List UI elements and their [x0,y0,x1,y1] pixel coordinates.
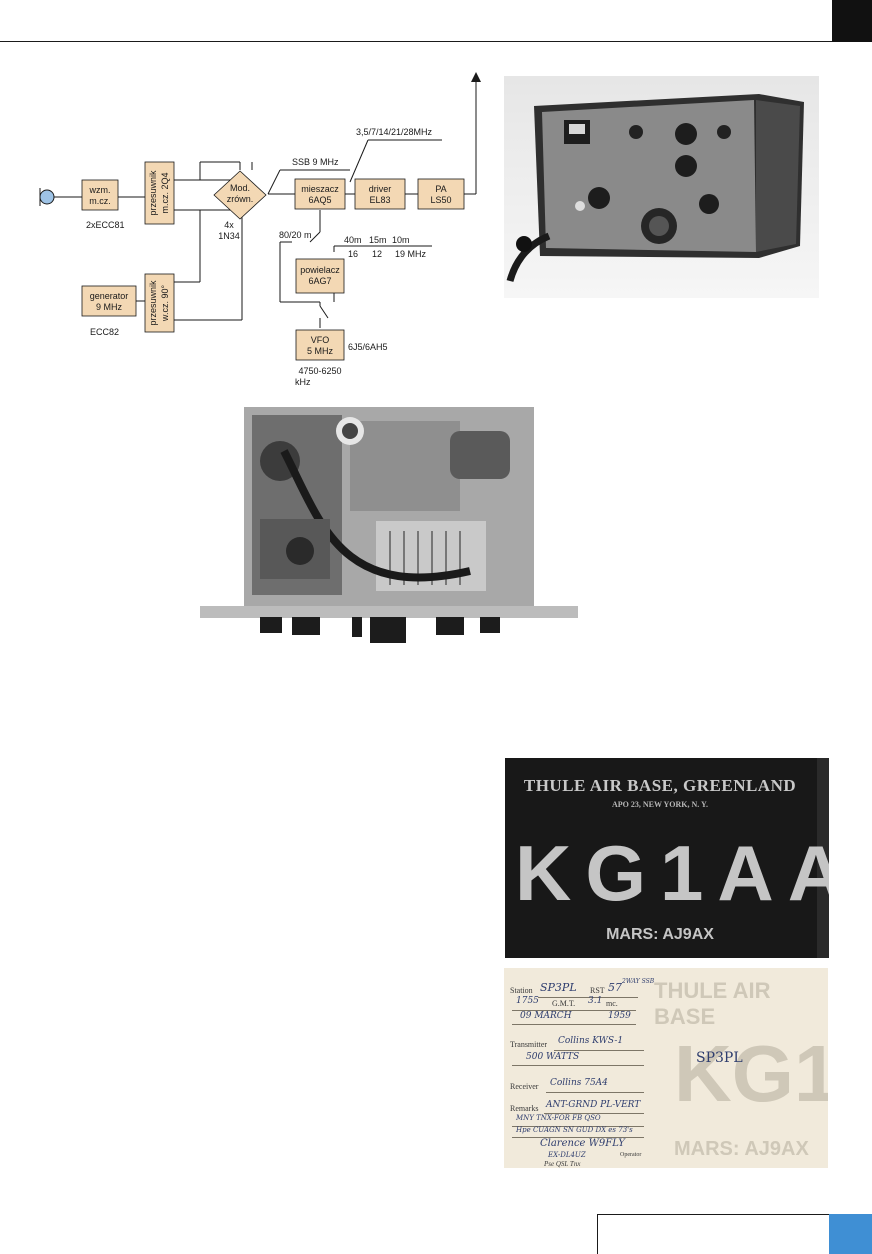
multiplier-block [295,258,345,294]
microphone-icon [39,189,55,205]
svg-text:zrówn.: zrówn. [227,194,254,204]
receiver-label: Receiver [510,1082,539,1091]
rst-note: 2WAY SSB [622,978,655,985]
bleed-through-title: THULE AIR BASE [654,978,771,1029]
svg-text:przesuwnik: przesuwnik [148,170,158,216]
svg-text:3,5/7/14/21/28MHz: 3,5/7/14/21/28MHz [356,127,433,137]
operator-signature: Clarence W9FLY [540,1138,625,1149]
qsl-card-back: THULE AIR BASE KG1 MARS: AJ9AX Station S… [504,968,828,1168]
operator-note: EX-DL4UZ [548,1151,586,1159]
svg-text:12: 12 [372,249,382,259]
driver-block [354,178,406,210]
transmitter-front-photo [504,76,819,298]
svg-text:mieszacz: mieszacz [301,184,339,194]
gmt-label: G.M.T. [552,999,576,1008]
svg-text:19 MHz: 19 MHz [395,249,427,259]
svg-text:80/20 m: 80/20 m [279,230,312,240]
footer-accent-block [829,1214,872,1254]
svg-text:generator: generator [90,291,129,301]
svg-text:PA: PA [435,184,446,194]
svg-text:SSB 9 MHz: SSB 9 MHz [292,157,339,167]
header-rule [0,41,832,42]
block-diagram: wzm. m.cz. przesuwnik m.cz. 2Q4 generato… [30,70,500,390]
af-amp-block [81,179,119,211]
svg-text:powielacz: powielacz [300,265,340,275]
svg-text:9 MHz: 9 MHz [96,302,123,312]
qsl-card-front: THULE AIR BASE, GREENLAND APO 23, NEW YO… [505,758,829,958]
rst-label: RST [590,986,605,995]
footer-page-box [597,1214,829,1254]
svg-text:LS50: LS50 [430,195,451,205]
station-label: Station [510,986,533,995]
svg-text:VFO: VFO [311,335,330,345]
balanced-modulator-block [213,170,267,220]
svg-text:16: 16 [348,249,358,259]
transmitter-inside-illustration [200,407,578,643]
svg-text:EL83: EL83 [369,195,390,205]
remarks-label: Remarks [510,1104,539,1113]
receiver-value: Collins 75A4 [550,1078,608,1088]
svg-text:driver: driver [369,184,392,194]
svg-text:w.cz. 90°: w.cz. 90° [160,285,170,323]
transmitter-inside-photo [200,401,578,648]
svg-text:ECC82: ECC82 [90,327,119,337]
block-diagram-svg: wzm. m.cz. przesuwnik m.cz. 2Q4 generato… [39,72,481,387]
remarks-line2: MNY TNX-FOR FB QSO [516,1114,601,1122]
mc-label: mc. [606,999,618,1008]
qsl-front-callsign: KG1AA [515,829,829,917]
remarks-line3: Hpe CUAGN SN GUD DX es 73's [516,1126,633,1134]
af-phase-shifter-block [144,161,175,225]
qsl-front-address: APO 23, NEW YORK, N. Y. [611,800,709,809]
svg-text:4x: 4x [224,220,234,230]
svg-text:m.cz. 2Q4: m.cz. 2Q4 [160,172,170,213]
svg-text:m.cz.: m.cz. [89,196,111,206]
svg-text:10m: 10m [392,235,410,245]
svg-text:Mod.: Mod. [230,183,250,193]
qsl-front-title: THULE AIR BASE, GREENLAND [523,776,797,795]
qsl-front-mars: MARS: AJ9AX [606,926,714,943]
remarks-line1: ANT-GRND PL-VERT [546,1100,641,1110]
date-value: 09 MARCH [520,1011,572,1021]
svg-text:2xECC81: 2xECC81 [86,220,125,230]
svg-text:40m: 40m [344,235,362,245]
svg-text:przesuwnik: przesuwnik [148,280,158,326]
stamp-callsign: SP3PL [696,1050,743,1066]
qsl-request: Pse QSL Tnx [544,1160,581,1168]
time-value: 1755 [516,996,539,1006]
vfo-block [295,329,345,361]
bleed-through-callsign: KG1 [674,1029,828,1118]
qsl-card-edge [817,758,829,958]
svg-text:15m: 15m [369,235,387,245]
bleed-through-mars: MARS: AJ9AX [674,1138,809,1160]
rst-value: 57 [608,981,622,994]
generator-block [81,285,137,317]
station-value: SP3PL [540,981,577,994]
svg-text:4750-6250: 4750-6250 [298,366,341,376]
transmitter-value: Collins KWS-1 [558,1036,624,1046]
svg-text:6J5/6AH5: 6J5/6AH5 [348,342,388,352]
pa-block [417,178,465,210]
svg-text:6AG7: 6AG7 [308,276,331,286]
operator-label: Operator [620,1152,642,1158]
power-value: 500 WATTS [526,1052,580,1062]
rf-phase-shifter-block [144,273,175,333]
svg-text:wzm.: wzm. [89,185,111,195]
transmitter-front-illustration [506,94,804,282]
svg-text:1N34: 1N34 [218,231,240,241]
mc-value: 3.1 [588,996,603,1006]
svg-text:kHz: kHz [295,377,311,387]
transmitter-label: Transmitter [510,1040,548,1049]
mixer-block [294,178,346,210]
header-corner-block [832,0,872,42]
svg-text:6AQ5: 6AQ5 [308,195,331,205]
year-value: 1959 [608,1011,631,1021]
svg-text:5 MHz: 5 MHz [307,346,334,356]
